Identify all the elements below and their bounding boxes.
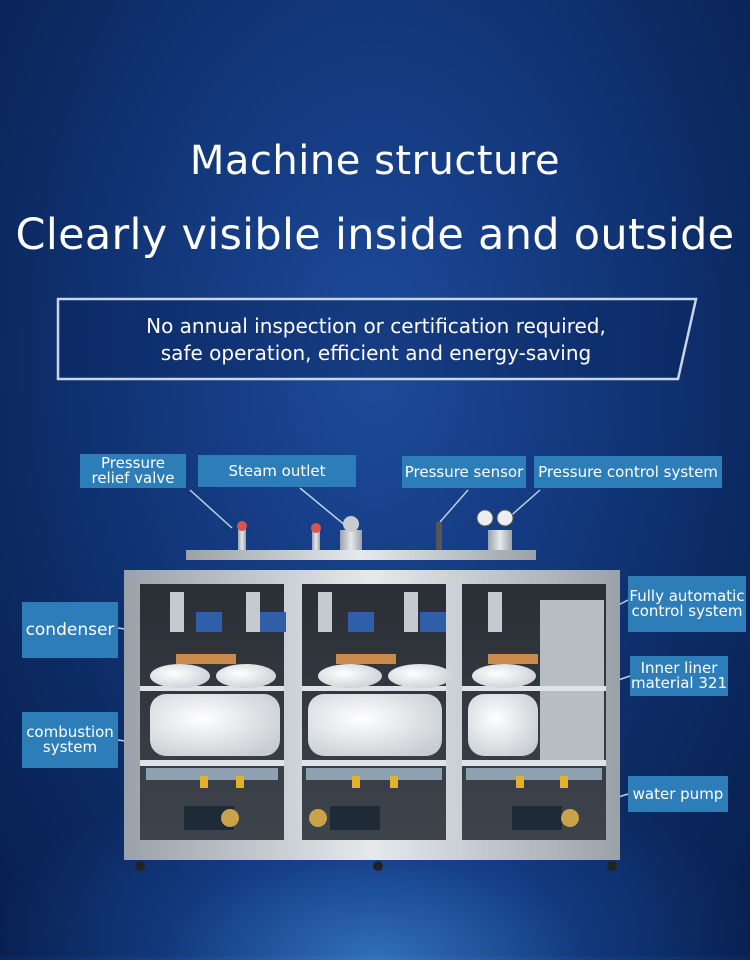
label-pressure-sensor-text: Pressure sensor <box>404 462 524 481</box>
pumps <box>184 806 579 830</box>
gas-valves <box>200 776 568 788</box>
banner-text: No annual inspection or certification re… <box>54 313 698 367</box>
valves <box>237 509 514 550</box>
page-subtitle-heading: Clearly visible inside and outside <box>15 210 735 260</box>
label-combustion-system-line1: combustion <box>26 723 114 741</box>
label-steam-outlet: Steam outlet <box>198 455 356 487</box>
steam-manifold <box>186 550 536 560</box>
burners <box>146 768 602 780</box>
label-pressure-control-system: Pressure control system <box>534 456 722 488</box>
banner-line-2: safe operation, efficient and energy-sav… <box>160 341 592 365</box>
blue-motors <box>196 612 446 632</box>
label-fully-automatic-line1: Fully automatic <box>629 587 745 605</box>
insulated-liners <box>150 664 538 756</box>
label-fully-automatic-control-system: Fully automatic control system <box>628 576 746 632</box>
label-steam-outlet-text: Steam outlet <box>228 461 326 480</box>
label-combustion-system-line2: system <box>42 738 98 756</box>
label-inner-liner: Inner liner material 321 <box>630 656 728 696</box>
label-pressure-sensor: Pressure sensor <box>402 456 526 488</box>
label-condenser: condenser <box>22 602 118 658</box>
label-condenser-text: condenser <box>25 619 115 640</box>
label-pressure-control-system-text: Pressure control system <box>538 462 718 481</box>
feature-banner: No annual inspection or certification re… <box>54 297 698 381</box>
label-fully-automatic-line2: control system <box>631 602 743 620</box>
shelves <box>140 686 606 766</box>
banner-frame <box>56 297 698 381</box>
label-water-pump: water pump <box>628 776 728 812</box>
control-panel <box>540 600 604 760</box>
label-combustion-system: combustion system <box>22 712 118 768</box>
copper-coils <box>176 654 538 664</box>
label-water-pump-text: water pump <box>632 784 724 803</box>
label-inner-liner-line1: Inner liner <box>640 659 718 677</box>
condenser-pipes <box>170 592 502 632</box>
label-pressure-relief-valve: Pressure relief valve <box>80 454 186 488</box>
casters <box>135 861 617 871</box>
page-title: Machine structure <box>189 138 561 184</box>
label-pressure-relief-valve-line1: Pressure <box>100 454 166 472</box>
banner-line-1: No annual inspection or certification re… <box>146 314 606 338</box>
label-inner-liner-line2: material 321 <box>630 674 727 692</box>
label-pressure-relief-valve-line2: relief valve <box>91 469 175 487</box>
